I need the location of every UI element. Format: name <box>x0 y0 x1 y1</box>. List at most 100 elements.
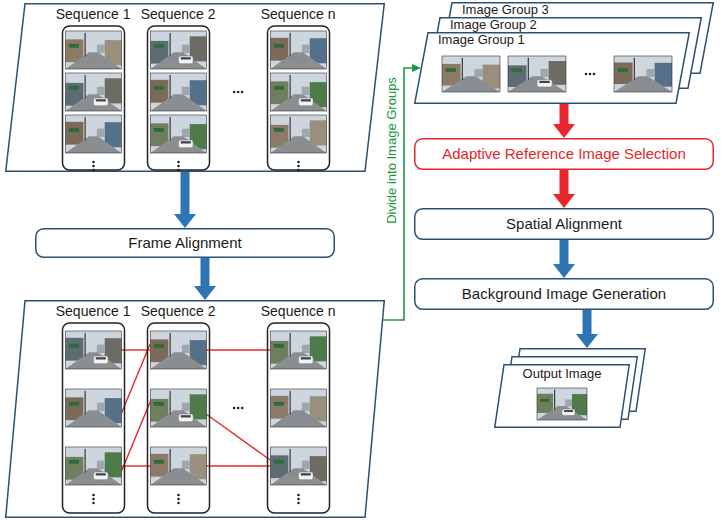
building <box>96 129 104 137</box>
street-photo <box>65 389 121 427</box>
utility-pole <box>169 117 170 141</box>
sky <box>270 115 326 153</box>
photo-frame <box>65 389 121 427</box>
street-photo <box>65 115 121 153</box>
sequence-box: Sequence 1 <box>54 6 133 172</box>
shop-sign <box>273 44 283 48</box>
ellipsis-dot <box>233 91 236 94</box>
sequence-box: Sequence 2 <box>139 6 218 172</box>
road <box>65 410 121 427</box>
photo-frame <box>150 331 206 369</box>
block-arrow <box>560 170 569 198</box>
utility-pole <box>289 33 290 57</box>
street-photo <box>150 31 206 69</box>
sky <box>65 31 121 69</box>
car-window <box>539 81 549 83</box>
building <box>181 345 189 353</box>
building <box>614 62 633 84</box>
block-arrow <box>201 258 210 290</box>
box-outline <box>36 229 335 258</box>
building <box>96 87 104 95</box>
shop-sign <box>153 128 163 132</box>
building <box>181 129 189 137</box>
photo-frame <box>65 447 121 485</box>
sky <box>508 56 566 92</box>
block-arrow <box>560 104 569 128</box>
parallelogram-outline <box>6 4 385 172</box>
sky <box>65 115 121 153</box>
street-photo <box>65 73 121 111</box>
block-arrow <box>181 172 190 218</box>
sky <box>270 73 326 111</box>
output-image-stack: Output Image <box>494 348 654 428</box>
frame-correspondence-line <box>121 465 150 466</box>
road <box>65 52 121 69</box>
sequence-box: Sequence n <box>259 303 338 515</box>
sequence-frame <box>267 323 329 513</box>
sequence-box: Sequence n <box>259 6 338 172</box>
road <box>65 94 121 111</box>
car <box>178 414 193 422</box>
car <box>178 56 193 64</box>
ellipsis-dot <box>92 494 95 497</box>
ellipsis-dot <box>297 169 300 172</box>
ellipsis-dot <box>237 407 240 410</box>
flow-arrow <box>383 68 414 320</box>
shop-sign <box>153 86 163 90</box>
road <box>150 136 206 153</box>
sky <box>150 331 206 369</box>
street-photo <box>270 331 326 369</box>
sky <box>537 388 587 420</box>
box-outline <box>415 139 714 170</box>
highlighted-process-box: Adaptive Reference Image Selection <box>414 138 714 170</box>
utility-pole <box>84 75 85 99</box>
frame-correspondence-line <box>206 414 270 460</box>
image-group-panel: Image Group 1 <box>414 32 690 104</box>
sky <box>150 73 206 111</box>
parallelogram-outline <box>415 33 690 104</box>
ellipsis-dot <box>233 407 236 410</box>
parallelogram-outline <box>6 301 385 518</box>
ellipsis-dot <box>92 161 95 164</box>
sequence-label: Sequence n <box>261 303 336 319</box>
photo-frame <box>270 331 326 369</box>
block-arrow <box>560 240 569 268</box>
shop-sign <box>68 128 78 132</box>
utility-pole <box>528 58 529 80</box>
road <box>150 52 206 69</box>
ellipsis-dot <box>297 161 300 164</box>
car <box>93 98 108 106</box>
car <box>178 140 193 148</box>
sky <box>270 31 326 69</box>
road <box>150 410 206 427</box>
building <box>181 403 189 411</box>
street-photo <box>150 389 206 427</box>
sequence-panel: Sequence 1 Sequence 2 Sequence n <box>5 3 385 172</box>
shop-sign <box>540 399 549 402</box>
sky <box>150 31 206 69</box>
street-photo <box>614 56 672 92</box>
street-photo <box>150 331 206 369</box>
building <box>181 45 189 53</box>
car <box>298 98 313 106</box>
sky <box>150 115 206 153</box>
sequence-label: Sequence 1 <box>56 6 131 22</box>
utility-pole <box>84 449 85 473</box>
building <box>301 403 309 411</box>
sky <box>150 447 206 485</box>
street-photo <box>65 331 121 369</box>
building <box>537 394 553 413</box>
sky <box>65 73 121 111</box>
process-box: Frame Alignment <box>35 228 335 258</box>
ellipsis-dot <box>92 169 95 172</box>
photo-frame <box>150 31 206 69</box>
building <box>646 69 654 77</box>
photo-frame <box>270 115 326 153</box>
shop-sign <box>273 402 283 406</box>
output-sheet <box>495 365 630 428</box>
car <box>537 80 552 87</box>
process-label: Background Image Generation <box>462 285 666 302</box>
node-outline <box>54 303 133 515</box>
photo-frame <box>270 447 326 485</box>
ellipsis-dot <box>241 91 244 94</box>
